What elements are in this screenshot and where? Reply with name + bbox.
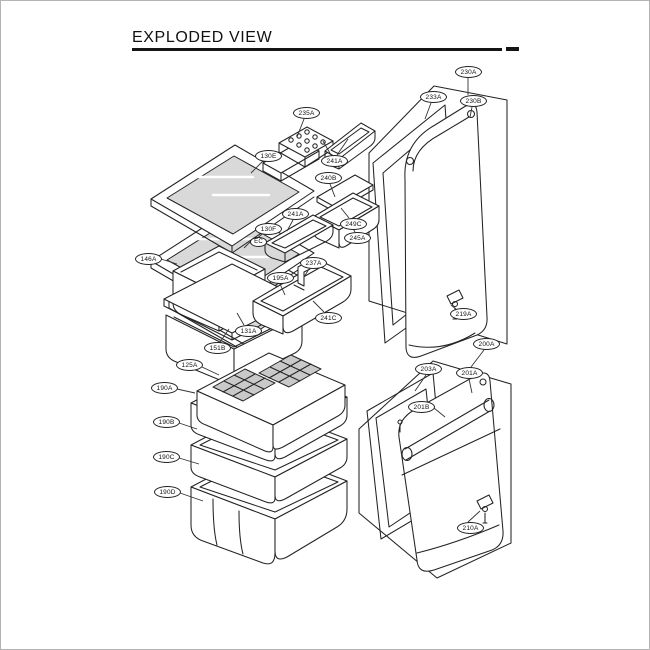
divider-base: [293, 284, 305, 291]
dairy-box-rim-inner: [319, 197, 373, 227]
drawer-side: [274, 438, 348, 502]
upper-door-bottom-line: [408, 332, 476, 348]
part-label-201A: 201A: [456, 367, 483, 379]
upper-door-assembly: [368, 85, 508, 358]
ice-tray-1-grid: [222, 373, 266, 397]
basket-side: [282, 275, 352, 334]
door-basket-241A-mid: [264, 214, 334, 263]
title-rule: [132, 48, 502, 51]
part-label-195A: 195A: [267, 272, 294, 284]
ice-tray-2-grid: [268, 359, 312, 383]
part-label-190D: 190D: [154, 486, 181, 498]
door-screw-hole: [479, 378, 487, 386]
part-label-190B: 190B: [153, 416, 180, 428]
upper-door-panel: [404, 103, 488, 358]
door-screw-hole: [405, 156, 415, 166]
part-label-235A: 235A: [293, 107, 320, 119]
part-label-151B: 151B: [204, 342, 231, 354]
part-label-130E: 130E: [255, 150, 282, 162]
door-handle-bar: [404, 399, 491, 461]
case-inner-rim: [180, 251, 258, 273]
part-label-237A: 237A: [300, 257, 327, 269]
lower-hinge-screw-shaft: [482, 512, 488, 524]
door-basket-237A-241C: [252, 259, 352, 335]
upper-hinge-bracket: [446, 289, 464, 305]
part-label-190C: 190C: [153, 451, 180, 463]
lower-hinge-bracket: [476, 494, 494, 510]
lower-door-box-outline: [358, 360, 512, 579]
part-label-203A: 203A: [415, 363, 442, 375]
upper-hinge-screw: [451, 300, 459, 308]
part-label-233A: 233A: [420, 91, 447, 103]
drawer-front: [190, 444, 276, 504]
lower-door-assembly: [358, 360, 512, 579]
part-label-241A-mid: 241A: [282, 208, 309, 220]
title-rule-dash: [506, 47, 519, 51]
lower-tray-edge: [262, 150, 320, 182]
basket-rim-inner: [330, 127, 370, 155]
part-label-219A: 219A: [450, 308, 477, 320]
part-label-200A: 200A: [473, 338, 500, 350]
handle-end-cap: [401, 446, 413, 462]
part-label-241C: 241C: [315, 312, 342, 324]
part-label-190A: 190A: [151, 382, 178, 394]
part-label-125A: 125A: [176, 359, 203, 371]
handle-end-cap: [483, 397, 495, 413]
drawer-side: [274, 480, 348, 560]
part-label-249C: 249C: [340, 218, 367, 230]
part-label-241A-top: 241A: [321, 155, 348, 167]
part-label-131A: 131A: [235, 325, 262, 337]
part-label-240B: 240B: [315, 172, 342, 184]
part-label-146A: 146A: [135, 253, 162, 265]
upper-door-inner-edge: [412, 116, 470, 172]
basket-rim-inner: [271, 219, 327, 249]
glass-sparkle: [195, 175, 271, 197]
icetray-unit-125A-190A: [196, 352, 346, 453]
lower-door-bottom-crease: [416, 524, 500, 554]
page-title: EXPLODED VIEW: [132, 29, 273, 46]
part-label-201B: 201B: [408, 401, 435, 413]
part-label-EC: EC: [250, 237, 267, 247]
lower-door-panel: [398, 372, 504, 572]
part-label-230B: 230B: [460, 95, 487, 107]
egg-bumps: [288, 129, 326, 153]
egg-tray-235A: [262, 126, 334, 182]
unit-front: [196, 390, 274, 453]
drawer-front: [190, 486, 276, 565]
drawer-face-curve: [212, 498, 244, 555]
door-cap-screw: [397, 419, 403, 425]
lower-door-face-crease: [401, 428, 501, 476]
part-label-230A: 230A: [455, 66, 482, 78]
part-label-245A: 245A: [344, 232, 371, 244]
basket-body: [264, 224, 334, 263]
basket-front: [252, 300, 284, 335]
shelf-1: [150, 144, 315, 254]
unit-side: [272, 384, 346, 450]
part-label-210A: 210A: [457, 522, 484, 534]
part-label-130F: 130F: [255, 223, 282, 235]
lower-hinge-screw: [481, 505, 489, 513]
